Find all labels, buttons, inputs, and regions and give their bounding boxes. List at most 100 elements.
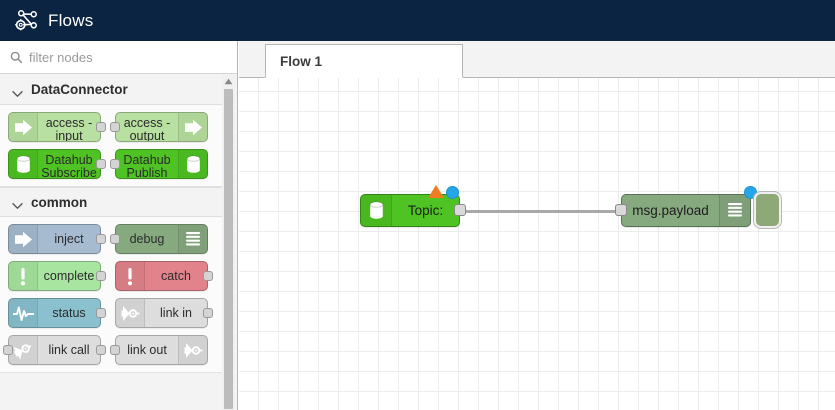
palette-node-label-line1: link call [48, 342, 90, 357]
palette-category-body: access - input access - output Datahub S… [0, 105, 222, 187]
palette-node-link-in[interactable]: link in [115, 298, 213, 328]
palette-node-row: Datahub Subscribe Datahub Publish [0, 149, 222, 179]
debug-lines-icon [178, 225, 207, 253]
palette-node-label-line1: catch [161, 268, 191, 283]
palette-node-output-port[interactable] [96, 122, 106, 132]
palette-node-label-line2: Publish [126, 166, 168, 179]
palette-node-complete[interactable]: complete [8, 261, 106, 291]
palette-category-label: DataConnector [31, 82, 128, 97]
palette-node-output-port[interactable] [96, 159, 106, 169]
canvas-node-input-port[interactable] [615, 204, 627, 216]
palette-scroll-area: DataConnector access - input access - ou… [0, 75, 222, 410]
palette-node-row: access - input access - output [0, 112, 222, 142]
canvas-node-debug-node[interactable]: msg.payload [621, 194, 751, 227]
palette-category-dataconnector[interactable]: DataConnector [0, 75, 222, 105]
palette-node-label: access - input [38, 113, 100, 142]
palette-node-output-port[interactable] [96, 234, 106, 244]
palette-node-label: link out [116, 336, 178, 364]
link-call-icon [9, 336, 38, 364]
palette-node-label-line1: access - [45, 116, 93, 130]
debug-enable-toggle[interactable] [754, 192, 781, 228]
palette-node-row: status link in [0, 298, 222, 328]
palette-node-input-port[interactable] [110, 122, 120, 132]
palette-node-row: inject debug [0, 224, 222, 254]
palette-node-label: complete [38, 262, 100, 290]
palette-scrollbar-thumb[interactable] [224, 89, 233, 409]
flow-canvas[interactable]: Topic: msg.payload [239, 78, 835, 410]
palette-node-status[interactable]: status [8, 298, 106, 328]
palette-node-datahub[interactable]: Datahub Subscribe [8, 149, 106, 179]
palette-node-output-port[interactable] [96, 345, 106, 355]
palette-category-label: common [31, 194, 88, 210]
palette-node-input-port[interactable] [110, 345, 120, 355]
canvas-wire[interactable] [460, 210, 621, 213]
palette-node-label: inject [38, 225, 100, 253]
palette-node-access--[interactable]: access - input [8, 112, 106, 142]
arrow-right-icon [9, 225, 38, 253]
canvas-node-label: Topic: [407, 203, 444, 218]
palette-sidebar: DataConnector access - input access - ou… [0, 41, 238, 410]
palette-node-debug[interactable]: debug [110, 224, 208, 254]
palette-node-input-port[interactable] [110, 159, 120, 169]
palette-node-input-port[interactable] [3, 345, 13, 355]
search-icon [10, 51, 23, 64]
tab-flow-1[interactable]: Flow 1 [265, 44, 463, 78]
filter-nodes-input[interactable] [29, 49, 219, 65]
palette-node-output-port[interactable] [203, 271, 213, 281]
debug-lines-icon [719, 195, 750, 226]
palette-category-body: inject debug complete [0, 217, 222, 373]
scroll-up-arrow-icon[interactable] [223, 76, 234, 87]
palette-node-output-port[interactable] [96, 271, 106, 281]
palette-node-datahub[interactable]: Datahub Publish [110, 149, 208, 179]
arrow-right-icon [178, 113, 207, 141]
database-icon [361, 195, 392, 226]
palette-node-label-line1: Datahub [45, 153, 93, 167]
database-icon [178, 150, 207, 178]
arrow-right-icon [9, 113, 38, 141]
palette-node-access--[interactable]: access - output [110, 112, 208, 142]
palette-node-label-line2: output [129, 129, 165, 142]
palette-node-label: link call [38, 336, 100, 364]
palette-node-label-line2: Subscribe [41, 166, 97, 179]
node-status-dot [446, 186, 459, 199]
palette-node-label-line1: complete [43, 268, 95, 283]
link-icon [178, 336, 207, 364]
palette-category-common[interactable]: common [0, 187, 222, 217]
palette-node-output-port[interactable] [203, 308, 213, 318]
palette-node-input-port[interactable] [110, 234, 120, 244]
flow-graph-gear-icon [13, 8, 39, 34]
canvas-node-output-port[interactable] [454, 204, 466, 216]
palette-node-label-line1: inject [54, 231, 84, 246]
palette-node-row: link call link out [0, 335, 222, 365]
exclamation-icon [9, 262, 38, 290]
flow-tabbar: Flow 1 [239, 41, 835, 78]
palette-node-label-line1: link out [127, 342, 167, 357]
palette-node-catch[interactable]: catch [115, 261, 213, 291]
palette-node-label-line1: link in [160, 305, 192, 320]
canvas-node-topic-node[interactable]: Topic: [360, 194, 460, 227]
palette-node-link-call[interactable]: link call [3, 335, 106, 365]
palette-node-row: complete catch [0, 261, 222, 291]
palette-node-label: debug [116, 225, 178, 253]
canvas-node-label: msg.payload [632, 203, 709, 218]
palette-node-label-line1: access - [123, 116, 171, 130]
chevron-down-icon [12, 197, 23, 210]
palette-node-label: access - output [116, 113, 178, 142]
palette-node-label: link in [145, 299, 207, 327]
palette-node-label: Datahub Subscribe [38, 150, 100, 179]
palette-node-label: catch [145, 262, 207, 290]
pulse-icon [9, 299, 38, 327]
app-header: Flows [0, 0, 835, 41]
tab-label: Flow 1 [280, 53, 323, 69]
palette-filter-row [0, 41, 237, 74]
palette-node-label: Datahub Publish [116, 150, 178, 179]
palette-node-inject[interactable]: inject [8, 224, 106, 254]
chevron-down-icon [12, 85, 23, 97]
link-icon [116, 299, 145, 327]
palette-node-label-line1: Datahub [123, 153, 171, 167]
palette-node-label: status [38, 299, 100, 327]
palette-node-link-out[interactable]: link out [110, 335, 208, 365]
palette-node-output-port[interactable] [96, 308, 106, 318]
warning-triangle-icon [428, 185, 444, 198]
